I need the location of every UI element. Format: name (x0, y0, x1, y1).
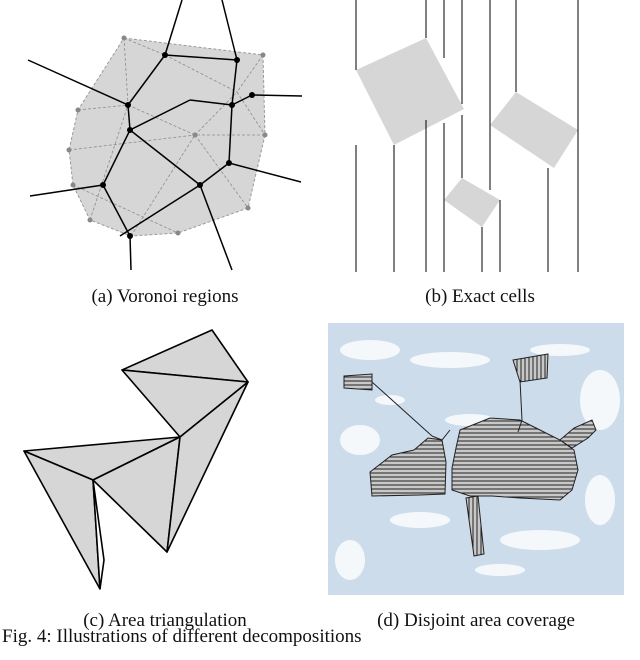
caption-c: (c) Area triangulation (83, 610, 247, 631)
area-top-flag (512, 353, 549, 383)
obstacle-2 (490, 92, 578, 168)
caption-d: (d) Disjoint area coverage (377, 610, 575, 631)
triangle-6 (166, 381, 249, 553)
coverage-map (328, 323, 624, 595)
area-left-wing (369, 437, 447, 497)
caption-a: (a) Voronoi regions (91, 286, 239, 307)
transit-paths (371, 379, 523, 441)
obstacle-1 (356, 38, 464, 145)
caption-b: (b) Exact cells (425, 286, 535, 307)
voronoi-vertices (100, 52, 255, 239)
triangulation-diagram (23, 329, 249, 590)
coverage-areas (343, 353, 597, 557)
panel-triangulation (20, 325, 310, 595)
gap-triangle (92, 479, 105, 590)
figure-caption: Fig. 4: Illustrations of different decom… (2, 626, 362, 647)
area-small-top-left (343, 373, 373, 391)
voronoi-edges (27, 0, 303, 271)
obstacle-3 (444, 178, 500, 227)
panel-voronoi (20, 0, 310, 275)
panel-exact-cells (330, 0, 630, 275)
area-right-wing (559, 419, 597, 449)
cell-boundaries (355, 0, 579, 272)
exact-cells-diagram (355, 0, 579, 272)
voronoi-diagram (27, 0, 303, 271)
panel-coverage-map (328, 323, 624, 595)
land-patches (335, 340, 620, 580)
area-main (451, 417, 579, 501)
delaunay-sites (66, 35, 268, 236)
area-bottom-strip (465, 495, 485, 557)
